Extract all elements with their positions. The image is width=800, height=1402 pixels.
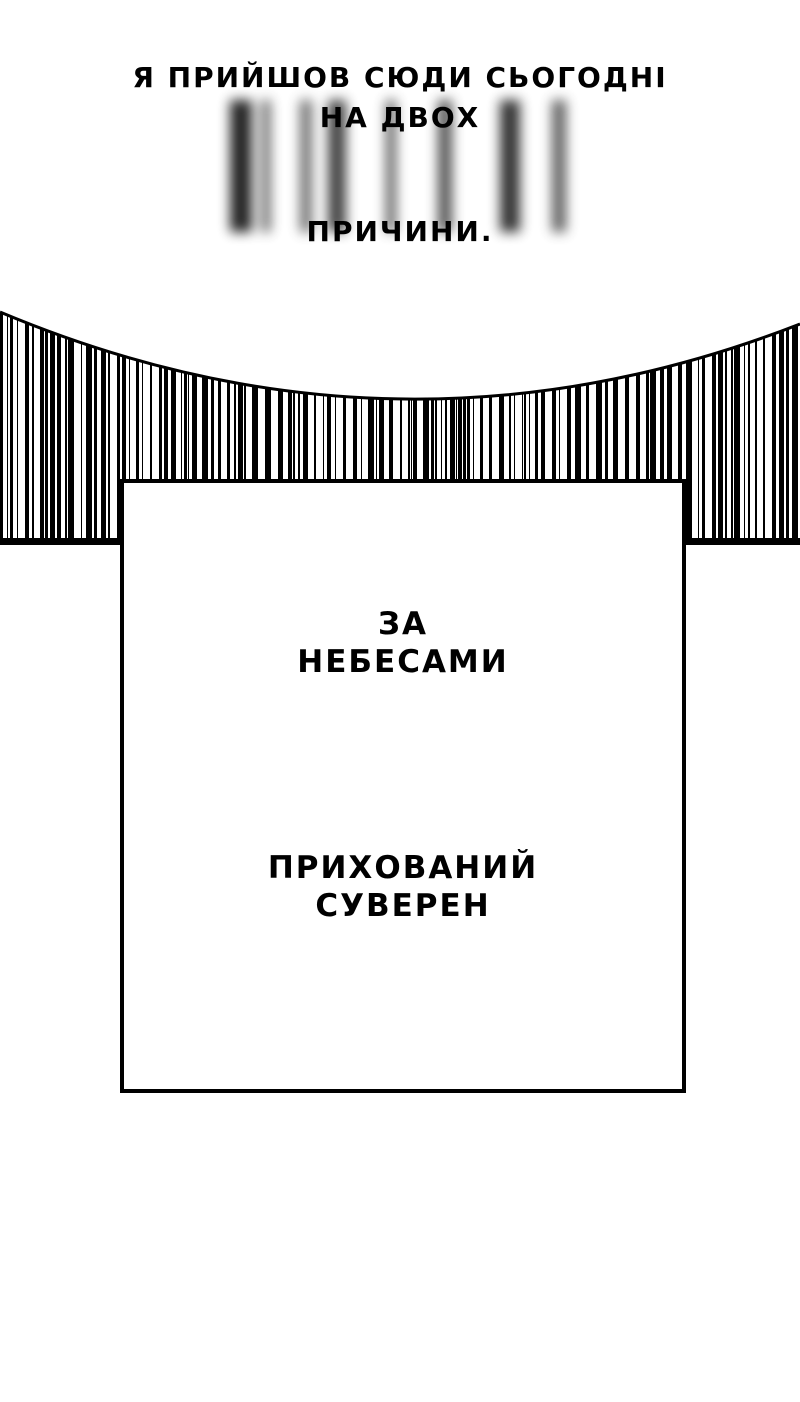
caption-line-2: НА ДВОХ	[319, 101, 481, 134]
blurred-stripes-decoration	[230, 100, 566, 232]
caption-line-3: ПРИЧИНИ.	[306, 215, 494, 248]
reason-hidden-sovereign-line-1: ПРИХОВАНИЙ	[267, 850, 539, 886]
reason-hidden-sovereign-line-2: СУВЕРЕН	[315, 888, 491, 924]
reason-hidden-sovereign: ПРИХОВАНИЙ СУВЕРЕН	[124, 849, 682, 925]
reason-beyond-heavens-line-1: ЗА	[377, 606, 428, 642]
reason-beyond-heavens-line-2: НЕБЕСАМИ	[297, 644, 509, 680]
speed-lines-band	[0, 310, 800, 545]
caption-line-1: Я ПРИЙШОВ СЮДИ СЬОГОДНІ	[132, 61, 668, 94]
reason-beyond-heavens: ЗА НЕБЕСАМИ	[124, 605, 682, 681]
reasons-panel: ЗА НЕБЕСАМИ ПРИХОВАНИЙ СУВЕРЕН	[120, 479, 686, 1093]
